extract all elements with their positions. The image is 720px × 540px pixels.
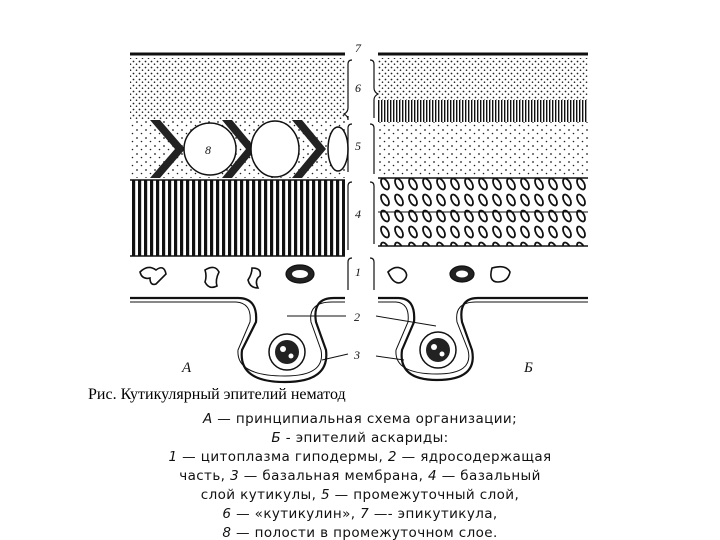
hypodermis-cytoplasm-a	[139, 266, 262, 289]
legend-line-4: часть, 3 — базальная мембрана, 4 — базал…	[179, 468, 541, 484]
layer-label-5: 5	[355, 139, 361, 153]
panel-label-b: Б	[523, 360, 533, 376]
cuticulin-layer-b	[378, 58, 588, 100]
panel-label-a: А	[181, 360, 192, 376]
layer-label-1: 1	[355, 265, 361, 279]
panel-b	[378, 52, 588, 382]
legend-line-1: А — принципиальная схема организации;	[202, 411, 518, 427]
layer-label-4: 4	[355, 207, 361, 221]
layer-braces	[342, 59, 380, 290]
basal-membrane-a	[130, 296, 345, 384]
leader-lines	[287, 315, 437, 361]
legend-line-5: слой кутикулы, 5 — промежуточный слой,	[200, 487, 520, 503]
legend-line-2: Б - эпителий аскариды:	[271, 430, 449, 446]
fiber-crossings-a	[150, 120, 326, 178]
basal-layer-a	[130, 180, 345, 256]
layer-label-3: 3	[353, 348, 360, 362]
layer-label-7: 7	[355, 41, 362, 55]
legend-line-7: 8 — полости в промежуточном слое.	[222, 525, 498, 540]
intermediate-layer-b	[378, 122, 588, 176]
figure-legend: А — принципиальная схема организации; Б …	[60, 410, 660, 540]
panel-a	[130, 52, 349, 384]
layer-label-2: 2	[354, 310, 360, 324]
legend-line-3: 1 — цитоплазма гиподермы, 2 — ядросодерж…	[168, 449, 552, 465]
figure-caption: Рис. Кутикулярный эпителий нематод	[88, 386, 346, 403]
fibrous-band-b	[378, 100, 588, 122]
cavity-a3	[327, 126, 349, 172]
cavity-a1	[183, 122, 237, 176]
basal-membrane-b	[378, 296, 588, 382]
layer-label-6: 6	[355, 81, 361, 95]
cavity-label-8: 8	[205, 143, 211, 157]
legend-line-6: 6 — «кутикулин», 7 —- эпикутикула,	[222, 506, 498, 522]
cuticulin-layer-a	[130, 58, 345, 120]
hypodermis-cytoplasm-b	[387, 265, 511, 284]
cavity-a2	[250, 120, 300, 178]
